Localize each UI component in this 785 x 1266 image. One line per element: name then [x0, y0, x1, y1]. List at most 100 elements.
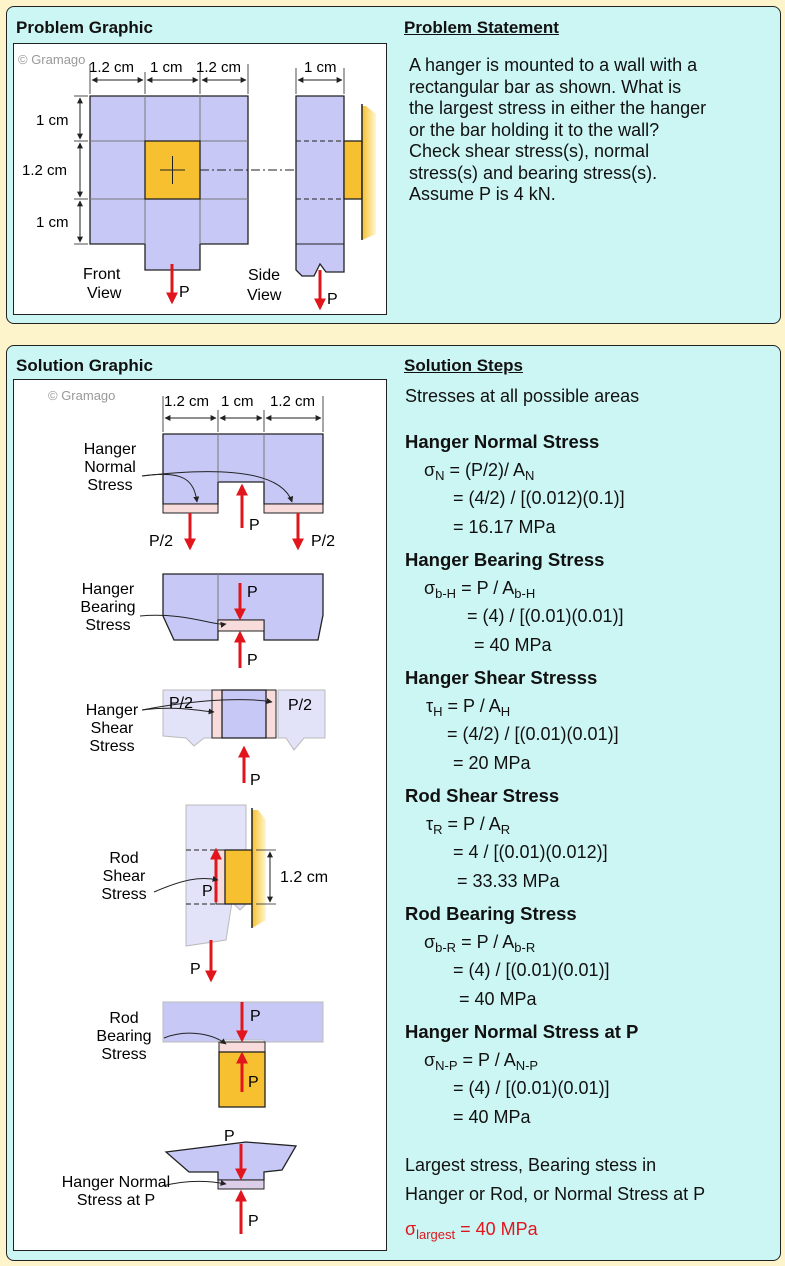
- step-result: = 40 MPa: [459, 989, 537, 1009]
- step-substitution: = 4 / [(0.01)(0.012)]: [453, 842, 608, 862]
- copyright-text: © Gramago: [48, 388, 115, 403]
- copyright-text: © Gramago: [18, 52, 85, 67]
- dim-label: 1.2 cm: [280, 869, 328, 886]
- step-equation: τH = P / AH: [426, 696, 511, 719]
- problem-statement: A hanger is mounted to a wall with a rec…: [409, 55, 707, 204]
- leader-arrow: [141, 471, 294, 503]
- side-view-label: Side: [248, 267, 280, 284]
- diagram-label: Shear: [103, 868, 146, 885]
- rod-side: [343, 140, 363, 200]
- shear-plane: [265, 689, 277, 739]
- dim-label: 1.2 cm: [164, 393, 209, 410]
- load-label: P/2: [288, 697, 312, 714]
- load-label: P: [247, 584, 258, 601]
- load-label: P/2: [149, 533, 173, 550]
- dim-label: 1 cm: [150, 59, 183, 76]
- hanger-side-view: [295, 95, 345, 277]
- step-title: Hanger Bearing Stress: [405, 549, 605, 570]
- diagram-label: Stress: [89, 738, 134, 755]
- load-label: P: [179, 284, 190, 301]
- load-label: P/2: [311, 533, 335, 550]
- dim-label: 1.2 cm: [89, 59, 134, 76]
- step-substitution: = (4/2) / [(0.01)(0.01)]: [447, 724, 619, 744]
- load-label: P: [327, 291, 338, 308]
- front-view-label: Front: [83, 266, 121, 283]
- diagram-label: Hanger: [86, 702, 139, 719]
- step-equation: σN = (P/2)/ AN: [424, 460, 535, 483]
- step-result: = 20 MPa: [453, 753, 531, 773]
- load-label: P: [250, 772, 261, 789]
- diagram-label: Rod: [109, 850, 138, 867]
- step-equation: τR = P / AR: [426, 814, 511, 837]
- load-label: P: [248, 1074, 259, 1091]
- step-equation: σb-R = P / Ab-R: [424, 932, 536, 955]
- leader-arrow: [141, 707, 215, 715]
- diagram-label: Bearing: [96, 1028, 151, 1045]
- leader-arrow: [161, 1180, 227, 1187]
- step-title: Rod Shear Stress: [405, 785, 560, 806]
- load-label: P: [224, 1128, 235, 1145]
- dim-label: 1 cm: [304, 59, 337, 76]
- diagram-label: Stress: [87, 477, 132, 494]
- step-result: = 40 MPa: [453, 1107, 531, 1127]
- dim-label: 1.2 cm: [270, 393, 315, 410]
- bearing-stress-area: [217, 619, 265, 632]
- diagram-label: Stress: [101, 1046, 146, 1063]
- solution-graphic-title: Solution Graphic: [16, 356, 153, 375]
- solution-panel: Solution Graphic Solution Steps © Gramag…: [6, 345, 781, 1261]
- step-result: = 40 MPa: [474, 635, 552, 655]
- step-result: = 16.17 MPa: [453, 517, 556, 537]
- solution-diagram: © Gramago 1.2 cm 1 cm 1.2 cm P P/2: [48, 388, 335, 1234]
- step-result: = 33.33 MPa: [457, 871, 560, 891]
- wall: [252, 810, 266, 928]
- wall: [362, 106, 376, 240]
- normal-stress-area: [263, 503, 324, 514]
- leader-arrow: [139, 614, 227, 628]
- problem-statement-title: Problem Statement: [404, 18, 559, 37]
- diagram-label: Hanger Normal: [62, 1174, 170, 1191]
- step-equation: σN-P = P / AN-P: [424, 1050, 539, 1073]
- problem-panel: Problem Graphic Problem Statement A hang…: [6, 6, 781, 324]
- step-substitution: = (4) / [(0.01)(0.01)]: [453, 1078, 610, 1098]
- leader-arrow: [163, 1032, 227, 1045]
- dim-label: 1 cm: [36, 112, 69, 129]
- normal-stress-area: [217, 1179, 265, 1190]
- leader-arrow: [141, 698, 273, 711]
- dim-label: 1.2 cm: [196, 59, 241, 76]
- diagram-label: Stress: [101, 886, 146, 903]
- rod-block: [224, 849, 254, 905]
- hanger-ghost: [277, 689, 326, 751]
- diagram-label: Hanger: [82, 581, 135, 598]
- load-label: P: [250, 1008, 261, 1025]
- load-label: P: [247, 652, 258, 669]
- diagram-label: Stress: [85, 617, 130, 634]
- solution-steps-title: Solution Steps: [404, 356, 523, 375]
- load-label: P/2: [169, 695, 193, 712]
- side-view-label: View: [247, 287, 282, 304]
- shear-plane: [211, 689, 223, 739]
- problem-graphic: © Gramago 1.2 cm 1 cm 1.2 cm: [13, 43, 387, 315]
- solution-graphic: © Gramago 1.2 cm 1 cm 1.2 cm P P/2: [13, 379, 387, 1251]
- step-substitution: = (4) / [(0.01)(0.01)]: [453, 960, 610, 980]
- hanger-shear-block: [221, 689, 267, 739]
- front-view-label: View: [87, 285, 122, 302]
- problem-graphic-title: Problem Graphic: [16, 18, 153, 37]
- conclusion-line: Largest stress, Bearing stess in: [405, 1155, 657, 1175]
- step-substitution: = (4) / [(0.01)(0.01)]: [467, 606, 624, 626]
- load-label: P: [248, 1213, 259, 1230]
- dim-label: 1.2 cm: [22, 162, 67, 179]
- dim-label: 1 cm: [36, 214, 69, 231]
- problem-diagram: © Gramago 1.2 cm 1 cm 1.2 cm: [18, 52, 376, 311]
- diagram-label: Rod: [109, 1010, 138, 1027]
- diagram-label: Stress at P: [77, 1192, 155, 1209]
- load-label: P: [202, 883, 213, 900]
- final-result: σlargest = 40 MPa: [405, 1219, 538, 1242]
- load-label: P: [190, 961, 201, 978]
- step-substitution: = (4/2) / [(0.012)(0.1)]: [453, 488, 625, 508]
- dim-label: 1 cm: [221, 393, 254, 410]
- normal-stress-area: [162, 503, 219, 514]
- conclusion-line: Hanger or Rod, or Normal Stress at P: [405, 1184, 706, 1204]
- diagram-label: Normal: [84, 459, 136, 476]
- solution-intro: Stresses at all possible areas: [405, 386, 640, 406]
- step-title: Rod Bearing Stress: [405, 903, 577, 924]
